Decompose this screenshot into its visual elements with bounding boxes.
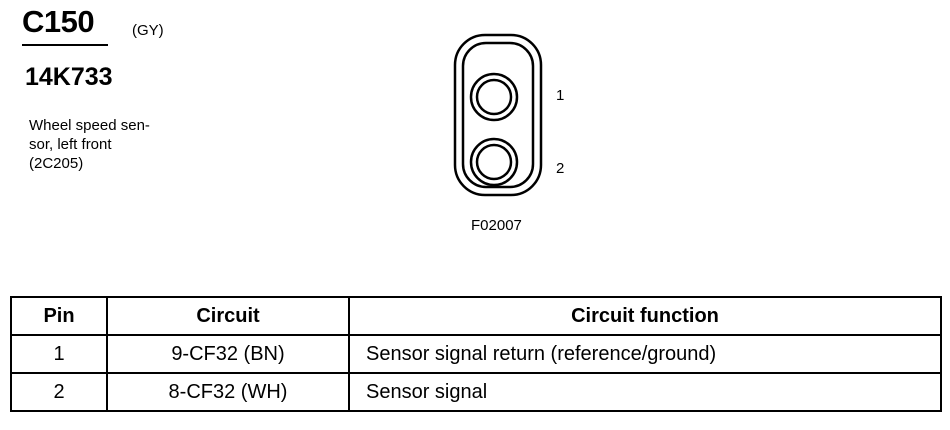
pin-label-2: 2	[556, 160, 565, 177]
table-header-row: Pin Circuit Circuit function	[10, 296, 942, 336]
column-header-circuit-function: Circuit function	[348, 296, 942, 336]
connector-id: C150	[22, 4, 95, 39]
description-line: Wheel speed sen-	[29, 117, 150, 134]
description-line: (2C205)	[29, 155, 84, 172]
connector-id-underline	[22, 44, 108, 46]
part-number: 14K733	[25, 63, 113, 91]
circuit-function-cell: Sensor signal	[348, 372, 942, 412]
pin-label-1: 1	[556, 87, 565, 104]
pin-cell: 2	[10, 372, 108, 412]
column-header-circuit: Circuit	[106, 296, 350, 336]
connector-face-drawing	[453, 33, 543, 197]
connector-inner-shell	[461, 41, 535, 189]
figure-id: F02007	[471, 217, 522, 234]
circuit-cell: 9-CF32 (BN)	[106, 334, 350, 374]
connector-outer-shell	[453, 33, 543, 197]
table-row: 1 9-CF32 (BN) Sensor signal return (refe…	[10, 334, 942, 374]
pin-1-cavity-outer	[469, 72, 519, 122]
pin-2-cavity-inner	[475, 143, 513, 181]
table-row: 2 8-CF32 (WH) Sensor signal	[10, 372, 942, 412]
circuit-function-cell: Sensor signal return (reference/ground)	[348, 334, 942, 374]
description-line: sor, left front	[29, 136, 112, 153]
circuit-cell: 8-CF32 (WH)	[106, 372, 350, 412]
pin-table: Pin Circuit Circuit function 1 9-CF32 (B…	[10, 296, 942, 412]
pin-1-cavity-inner	[475, 78, 513, 116]
component-description: Wheel speed sen- sor, left front (2C205)	[29, 116, 150, 173]
color-code: (GY)	[132, 22, 164, 39]
column-header-pin: Pin	[10, 296, 108, 336]
pin-cell: 1	[10, 334, 108, 374]
pin-2-cavity-outer	[469, 137, 519, 187]
